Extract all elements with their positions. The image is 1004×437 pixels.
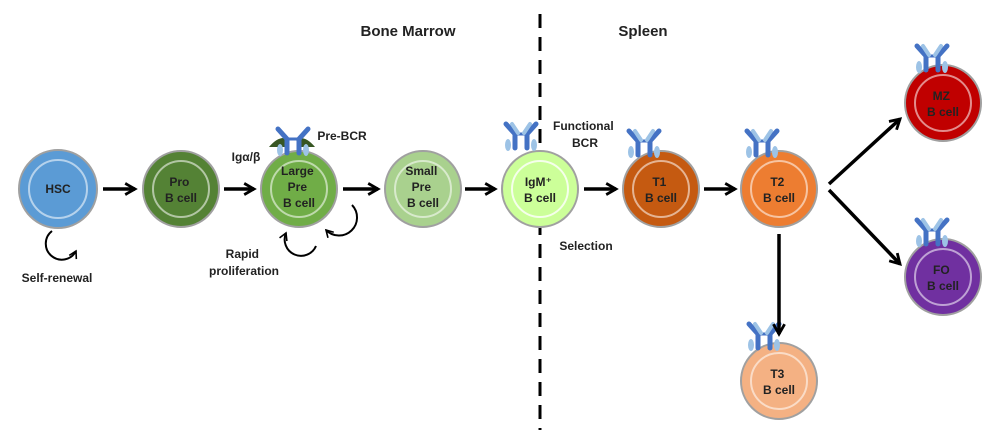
t2-b-cell: T2 B cell: [740, 150, 818, 228]
self-renewal-cycle-arrow: [44, 230, 78, 261]
t2-b-cell-label-1: T2: [770, 175, 784, 189]
svg-text:T3 B cell: T3 B cell: [763, 367, 795, 397]
igm-b-cell: IgM⁺ B cell: [501, 150, 579, 228]
mz-b-cell: MZ B cell: [904, 64, 982, 142]
bcr-label: BCR: [572, 136, 598, 150]
large-pre-b-cell-label-3: B cell: [283, 196, 315, 210]
mz-b-cell-label-2: B cell: [927, 105, 959, 119]
mz-b-cell-body: [904, 64, 982, 142]
svg-text:Rapid proliferation: Rapid proliferation: [209, 247, 279, 278]
pre-bcr-icon: [269, 126, 315, 156]
t3-b-cell-body: [740, 342, 818, 420]
self-renewal-label: Self-renewal: [22, 271, 93, 285]
spleen-title: Spleen: [618, 23, 667, 40]
selection-label: Selection: [559, 239, 612, 253]
svg-text:HSC: HSC: [45, 182, 71, 196]
igm-b-cell-label-1: IgM⁺: [525, 175, 552, 189]
mz-b-cell-label-1: MZ: [933, 89, 950, 103]
svg-text:IgM⁺ B cell: IgM⁺ B cell: [524, 175, 556, 205]
t2-b-cell-body: [740, 150, 818, 228]
pro-b-cell-label-1: Pro: [169, 175, 189, 189]
arrow-t2-to-fo: [827, 188, 902, 267]
pro-b-cell: Pro B cell: [142, 150, 220, 228]
small-pre-b-cell: Small Pre B cell: [384, 150, 462, 228]
svg-text:Small Pre B cell: Small Pre B cell: [405, 164, 440, 210]
proliferation-label: proliferation: [209, 264, 279, 278]
bcr-icon-igm: [503, 121, 539, 151]
large-pre-b-cell-label-2: Pre: [288, 180, 308, 194]
t3-b-cell: T3 B cell: [740, 342, 818, 420]
bcr-icon-t1: [626, 128, 662, 158]
small-pre-b-cell-label-2: Pre: [412, 180, 432, 194]
iga-b-label: Igα/β: [232, 150, 261, 164]
large-pre-b-cell: Large Pre B cell: [260, 150, 338, 228]
fo-b-cell-label-1: FO: [933, 263, 950, 277]
small-pre-b-cell-body: [384, 150, 462, 228]
t1-b-cell: T1 B cell: [622, 150, 700, 228]
svg-text:MZ B cell: MZ B cell: [927, 89, 959, 119]
pro-b-cell-label-2: B cell: [165, 191, 197, 205]
fo-b-cell-body: [904, 238, 982, 316]
fo-b-cell-label-2: B cell: [927, 279, 959, 293]
bcr-icon-fo: [914, 217, 950, 247]
pre-bcr-label: Pre-BCR: [317, 129, 367, 143]
svg-text:T2 B cell: T2 B cell: [763, 175, 795, 205]
t2-b-cell-label-2: B cell: [763, 191, 795, 205]
t3-b-cell-label-1: T3: [770, 367, 784, 381]
svg-text:T1 B cell: T1 B cell: [645, 175, 677, 205]
rapid-label: Rapid: [226, 247, 259, 261]
bcr-icon-t2: [744, 128, 780, 158]
proliferation-cycle-arrow-left: [279, 231, 317, 257]
hsc-cell-body: [18, 149, 98, 229]
fo-b-cell: FO B cell: [904, 238, 982, 316]
svg-text:FO B cell: FO B cell: [927, 263, 959, 293]
pro-b-cell-body: [142, 150, 220, 228]
proliferation-cycle-arrow-right: [324, 204, 359, 239]
svg-text:Large Pre B cell: Large Pre B cell: [281, 164, 317, 210]
svg-text:Functional BCR: Functional BCR: [553, 119, 617, 150]
large-pre-b-cell-label-1: Large: [281, 164, 314, 178]
t3-b-cell-label-2: B cell: [763, 383, 795, 397]
t1-b-cell-label-1: T1: [652, 175, 666, 189]
bone-marrow-title: Bone Marrow: [360, 23, 455, 40]
arrow-t2-to-mz: [827, 117, 903, 186]
t1-b-cell-body: [622, 150, 700, 228]
functional-label: Functional: [553, 119, 614, 133]
igm-b-cell-body: [501, 150, 579, 228]
igm-b-cell-label-2: B cell: [524, 191, 556, 205]
t1-b-cell-label-2: B cell: [645, 191, 677, 205]
small-pre-b-cell-label-3: B cell: [407, 196, 439, 210]
bcr-icon-mz: [914, 43, 950, 73]
svg-text:Pro B cell: Pro B cell: [165, 175, 197, 205]
small-pre-b-cell-label-1: Small: [405, 164, 437, 178]
hsc-label: HSC: [45, 182, 71, 196]
hsc-cell: HSC: [18, 149, 98, 229]
